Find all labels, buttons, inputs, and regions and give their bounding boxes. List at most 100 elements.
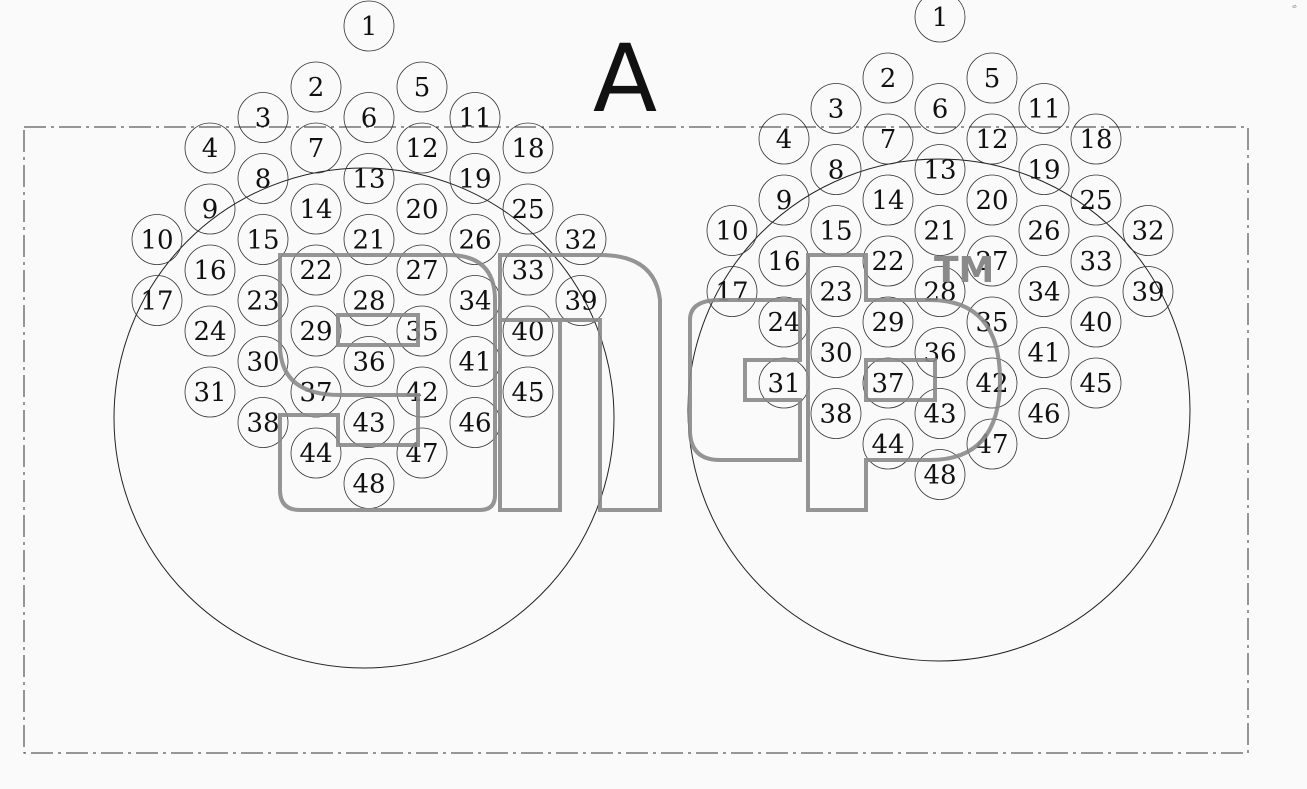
pin-label-left-19: 19 (458, 165, 491, 195)
pin-right-11 (1018, 83, 1070, 134)
pin-label-right-4: 4 (776, 125, 793, 155)
pin-label-left-28: 28 (352, 287, 385, 317)
watermark-letter-d (806, 253, 1003, 512)
pin-label-right-12: 12 (975, 125, 1008, 155)
pin-label-right-1: 1 (932, 3, 949, 33)
pin-right-47 (966, 418, 1018, 470)
pin-label-right-26: 26 (1027, 217, 1060, 247)
pin-label-left-38: 38 (246, 409, 279, 439)
pin-right-21 (914, 205, 966, 256)
pin-label-right-44: 44 (871, 430, 904, 460)
pin-label-left-13: 13 (352, 165, 385, 195)
pin-label-right-47: 47 (975, 430, 1008, 460)
pin-right-35 (966, 296, 1018, 348)
pin-right-20 (966, 174, 1018, 226)
pin-label-right-38: 38 (819, 400, 852, 430)
pin-label-left-5: 5 (414, 73, 431, 103)
pin-left-30 (237, 336, 289, 387)
pin-label-right-6: 6 (932, 95, 949, 125)
pin-right-48 (914, 449, 966, 500)
view-frame (23, 126, 1249, 754)
pin-label-right-20: 20 (975, 186, 1008, 216)
pin-right-13 (914, 144, 966, 195)
pin-left-22 (290, 244, 342, 296)
pin-right-46 (1018, 388, 1070, 439)
connector-left-outline (113, 167, 615, 669)
pin-label-left-43: 43 (352, 409, 385, 439)
pin-label-left-8: 8 (255, 165, 272, 195)
pin-right-28 (914, 266, 966, 317)
pin-right-27 (966, 235, 1018, 287)
pin-left-17 (131, 275, 183, 326)
view-label: A (592, 25, 658, 134)
pin-left-9 (184, 183, 236, 235)
pin-left-40 (502, 305, 554, 357)
pin-label-right-19: 19 (1027, 156, 1060, 186)
pin-label-left-41: 41 (458, 348, 491, 378)
pin-right-36 (914, 327, 966, 378)
pin-left-2 (290, 61, 342, 113)
pin-left-20 (396, 183, 448, 235)
watermark-letter-m (688, 298, 802, 462)
pin-left-19 (449, 153, 501, 204)
pin-label-right-48: 48 (923, 461, 956, 491)
pin-right-9 (758, 174, 810, 226)
pin-left-13 (343, 153, 395, 204)
pin-label-left-11: 11 (458, 104, 491, 134)
pin-left-45 (502, 366, 554, 418)
pin-right-6 (914, 83, 966, 134)
pin-label-right-22: 22 (871, 247, 904, 277)
pin-right-22 (862, 235, 914, 287)
pin-label-right-15: 15 (819, 217, 852, 247)
pin-right-3 (810, 83, 862, 134)
pin-label-left-32: 32 (564, 226, 597, 256)
pin-left-14 (290, 183, 342, 235)
pin-right-29 (862, 296, 914, 348)
pin-label-left-34: 34 (458, 287, 491, 317)
pin-label-left-25: 25 (511, 195, 544, 225)
pin-right-5 (966, 52, 1018, 104)
pin-left-38 (237, 397, 289, 448)
pin-right-30 (810, 327, 862, 378)
watermark-letter-i-stem (498, 318, 562, 512)
pin-label-right-39: 39 (1131, 278, 1164, 308)
pin-label-right-32: 32 (1131, 217, 1164, 247)
pin-left-35 (396, 305, 448, 357)
pin-label-right-5: 5 (984, 64, 1001, 94)
pin-label-left-44: 44 (299, 439, 332, 469)
pin-left-39 (555, 275, 607, 326)
pin-label-left-14: 14 (299, 195, 332, 225)
pin-label-left-23: 23 (246, 287, 279, 317)
pin-label-left-12: 12 (405, 134, 438, 164)
pin-right-10 (706, 205, 758, 256)
pin-right-44 (862, 418, 914, 470)
pin-right-17 (706, 266, 758, 317)
pin-label-right-11: 11 (1027, 95, 1060, 125)
pin-left-11 (449, 92, 501, 143)
pin-left-43 (343, 397, 395, 448)
pin-left-10 (131, 214, 183, 265)
pin-right-7 (862, 113, 914, 165)
pin-left-28 (343, 275, 395, 326)
pin-right-25 (1070, 174, 1122, 226)
pin-left-8 (237, 153, 289, 204)
pin-label-left-24: 24 (193, 317, 226, 347)
pin-label-left-9: 9 (202, 195, 219, 225)
pin-label-right-23: 23 (819, 278, 852, 308)
watermark-letter-i-top (498, 253, 662, 512)
pin-right-2 (862, 52, 914, 104)
pin-left-4 (184, 122, 236, 174)
pin-left-36 (343, 336, 395, 387)
pin-left-26 (449, 214, 501, 265)
pin-label-left-10: 10 (140, 226, 173, 256)
pin-label-left-46: 46 (458, 409, 491, 439)
pin-label-left-26: 26 (458, 226, 491, 256)
pin-right-39 (1122, 266, 1174, 317)
pin-left-33 (502, 244, 554, 296)
pin-label-right-45: 45 (1079, 369, 1112, 399)
pin-label-left-27: 27 (405, 256, 438, 286)
pin-right-43 (914, 388, 966, 439)
pin-left-7 (290, 122, 342, 174)
